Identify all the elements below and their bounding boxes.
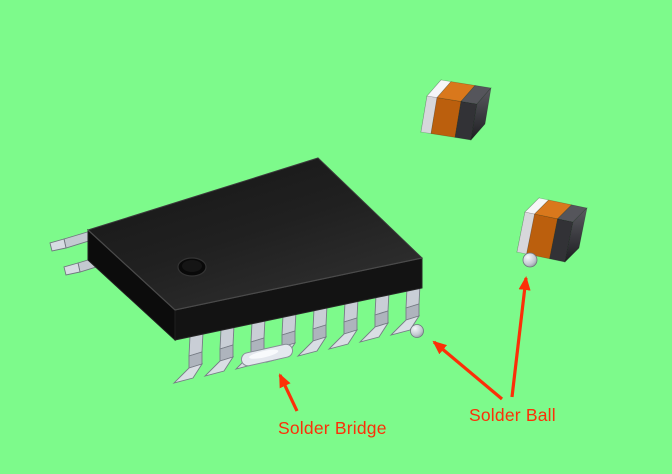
ic-chip-body: [87, 157, 424, 342]
ic-left-pin-foot: [49, 238, 67, 252]
ic-left-pin-foot: [63, 262, 81, 276]
solder-ball-near-capacitor: [522, 252, 538, 268]
solder-ball-capacitor-arrow: [510, 276, 531, 398]
pin1-marker-dimple-inner: [182, 260, 202, 272]
solder-ball-on-pin: [410, 324, 424, 338]
solder-ball-pin-arrow: [432, 340, 504, 401]
solder-bridge-arrow: [278, 373, 299, 412]
annotation-arrows: [278, 276, 531, 412]
ic-chip-left-pins: [49, 229, 110, 276]
solder-bridge-highlight: [249, 349, 279, 359]
capacitor-2-dark-right-face: [564, 207, 588, 263]
capacitor-1-dark-right-face: [470, 87, 492, 141]
capacitor-1: [420, 79, 492, 141]
solder-ball-label: Solder Ball: [469, 405, 556, 425]
solder-bridge-defect: [240, 343, 294, 367]
ic-chip-edge-highlight: [87, 229, 423, 311]
solder-bridge-label: Solder Bridge: [278, 418, 387, 438]
capacitor-2: [516, 197, 588, 263]
